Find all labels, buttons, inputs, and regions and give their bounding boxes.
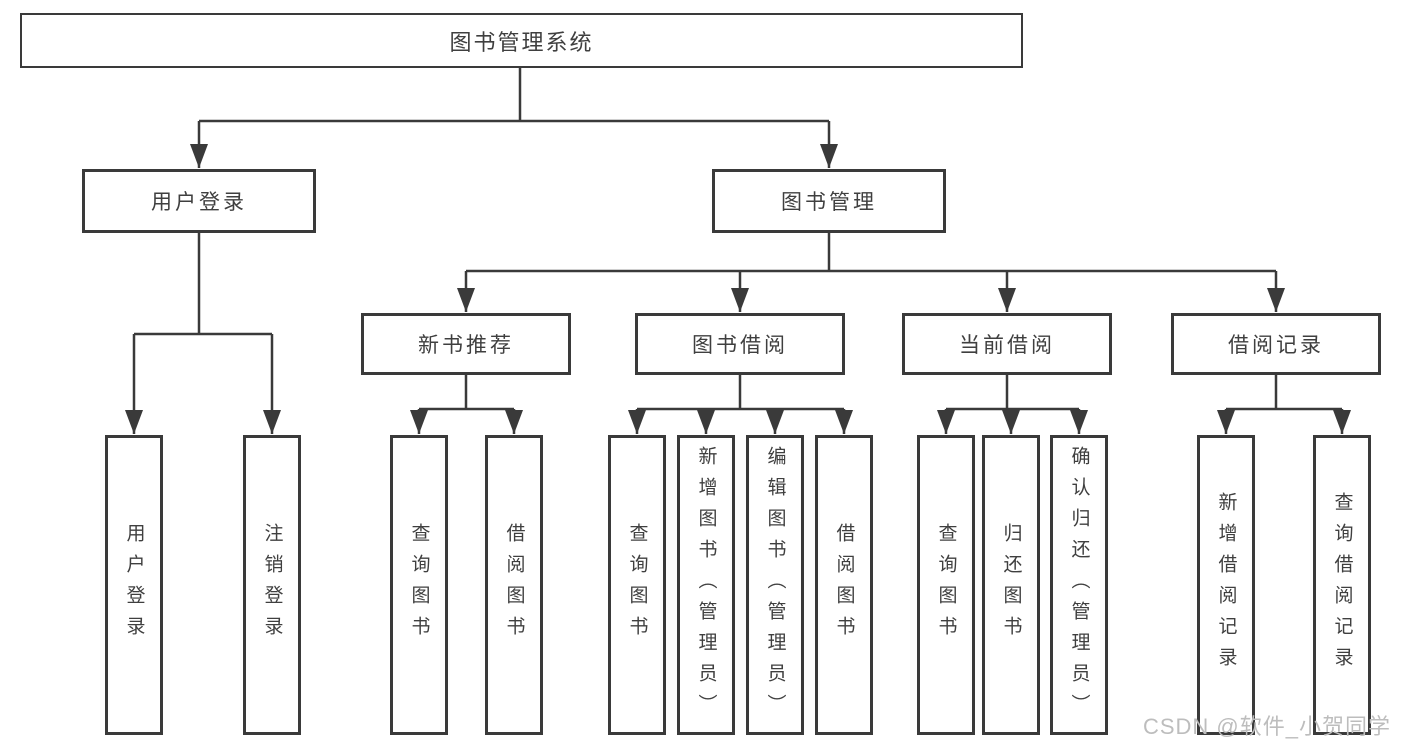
leaf-logout-label: 注销登录 xyxy=(261,523,283,647)
connector-new-book-recommend-to-leaves xyxy=(410,375,523,434)
node-book-borrow: 图书借阅 xyxy=(635,313,845,375)
leaf-add-books-admin: 新增图书（管理员） xyxy=(677,435,735,735)
leaf-query-books-borrow: 查询图书 xyxy=(608,435,666,735)
leaf-add-books-admin-label: 新增图书（管理员） xyxy=(695,445,717,725)
node-borrow-records: 借阅记录 xyxy=(1171,313,1381,375)
leaf-edit-books-admin-label: 编辑图书（管理员） xyxy=(764,445,786,725)
leaf-query-books-borrow-label: 查询图书 xyxy=(626,523,648,647)
leaf-edit-books-admin: 编辑图书（管理员） xyxy=(746,435,804,735)
leaf-query-books-current: 查询图书 xyxy=(917,435,975,735)
node-user-login-branch: 用户登录 xyxy=(82,169,316,233)
connector-borrow-records-to-leaves xyxy=(1217,375,1351,434)
leaf-confirm-return-admin-label: 确认归还（管理员） xyxy=(1068,445,1090,725)
leaf-user-login-label: 用户登录 xyxy=(123,523,145,647)
leaf-add-borrow-record: 新增借阅记录 xyxy=(1197,435,1255,735)
leaf-return-books: 归还图书 xyxy=(982,435,1040,735)
connector-current-borrow-to-leaves xyxy=(937,375,1088,434)
leaf-return-books-label: 归还图书 xyxy=(1000,523,1022,647)
leaf-query-borrow-record-label: 查询借阅记录 xyxy=(1331,492,1353,678)
connector-book-borrow-to-leaves xyxy=(628,375,853,434)
leaf-borrow-books: 借阅图书 xyxy=(815,435,873,735)
node-book-management-branch: 图书管理 xyxy=(712,169,946,233)
leaf-logout: 注销登录 xyxy=(243,435,301,735)
node-new-book-recommend: 新书推荐 xyxy=(361,313,571,375)
node-root-system: 图书管理系统 xyxy=(20,13,1023,68)
connector-book-management-to-groups xyxy=(457,233,1285,312)
csdn-watermark: CSDN @软件_小贺同学 xyxy=(1142,714,1391,739)
leaf-add-borrow-record-label: 新增借阅记录 xyxy=(1215,492,1237,678)
leaf-borrow-books-recommend-label: 借阅图书 xyxy=(503,523,525,647)
leaf-query-books-current-label: 查询图书 xyxy=(935,523,957,647)
leaf-query-books-recommend: 查询图书 xyxy=(390,435,448,735)
node-current-borrow: 当前借阅 xyxy=(902,313,1112,375)
leaf-borrow-books-recommend: 借阅图书 xyxy=(485,435,543,735)
leaf-confirm-return-admin: 确认归还（管理员） xyxy=(1050,435,1108,735)
leaf-user-login: 用户登录 xyxy=(105,435,163,735)
leaf-borrow-books-label: 借阅图书 xyxy=(833,523,855,647)
leaf-query-books-recommend-label: 查询图书 xyxy=(408,523,430,647)
connector-user-login-to-leaves xyxy=(125,233,281,434)
leaf-query-borrow-record: 查询借阅记录 xyxy=(1313,435,1371,735)
connector-root-to-level2 xyxy=(190,68,838,168)
